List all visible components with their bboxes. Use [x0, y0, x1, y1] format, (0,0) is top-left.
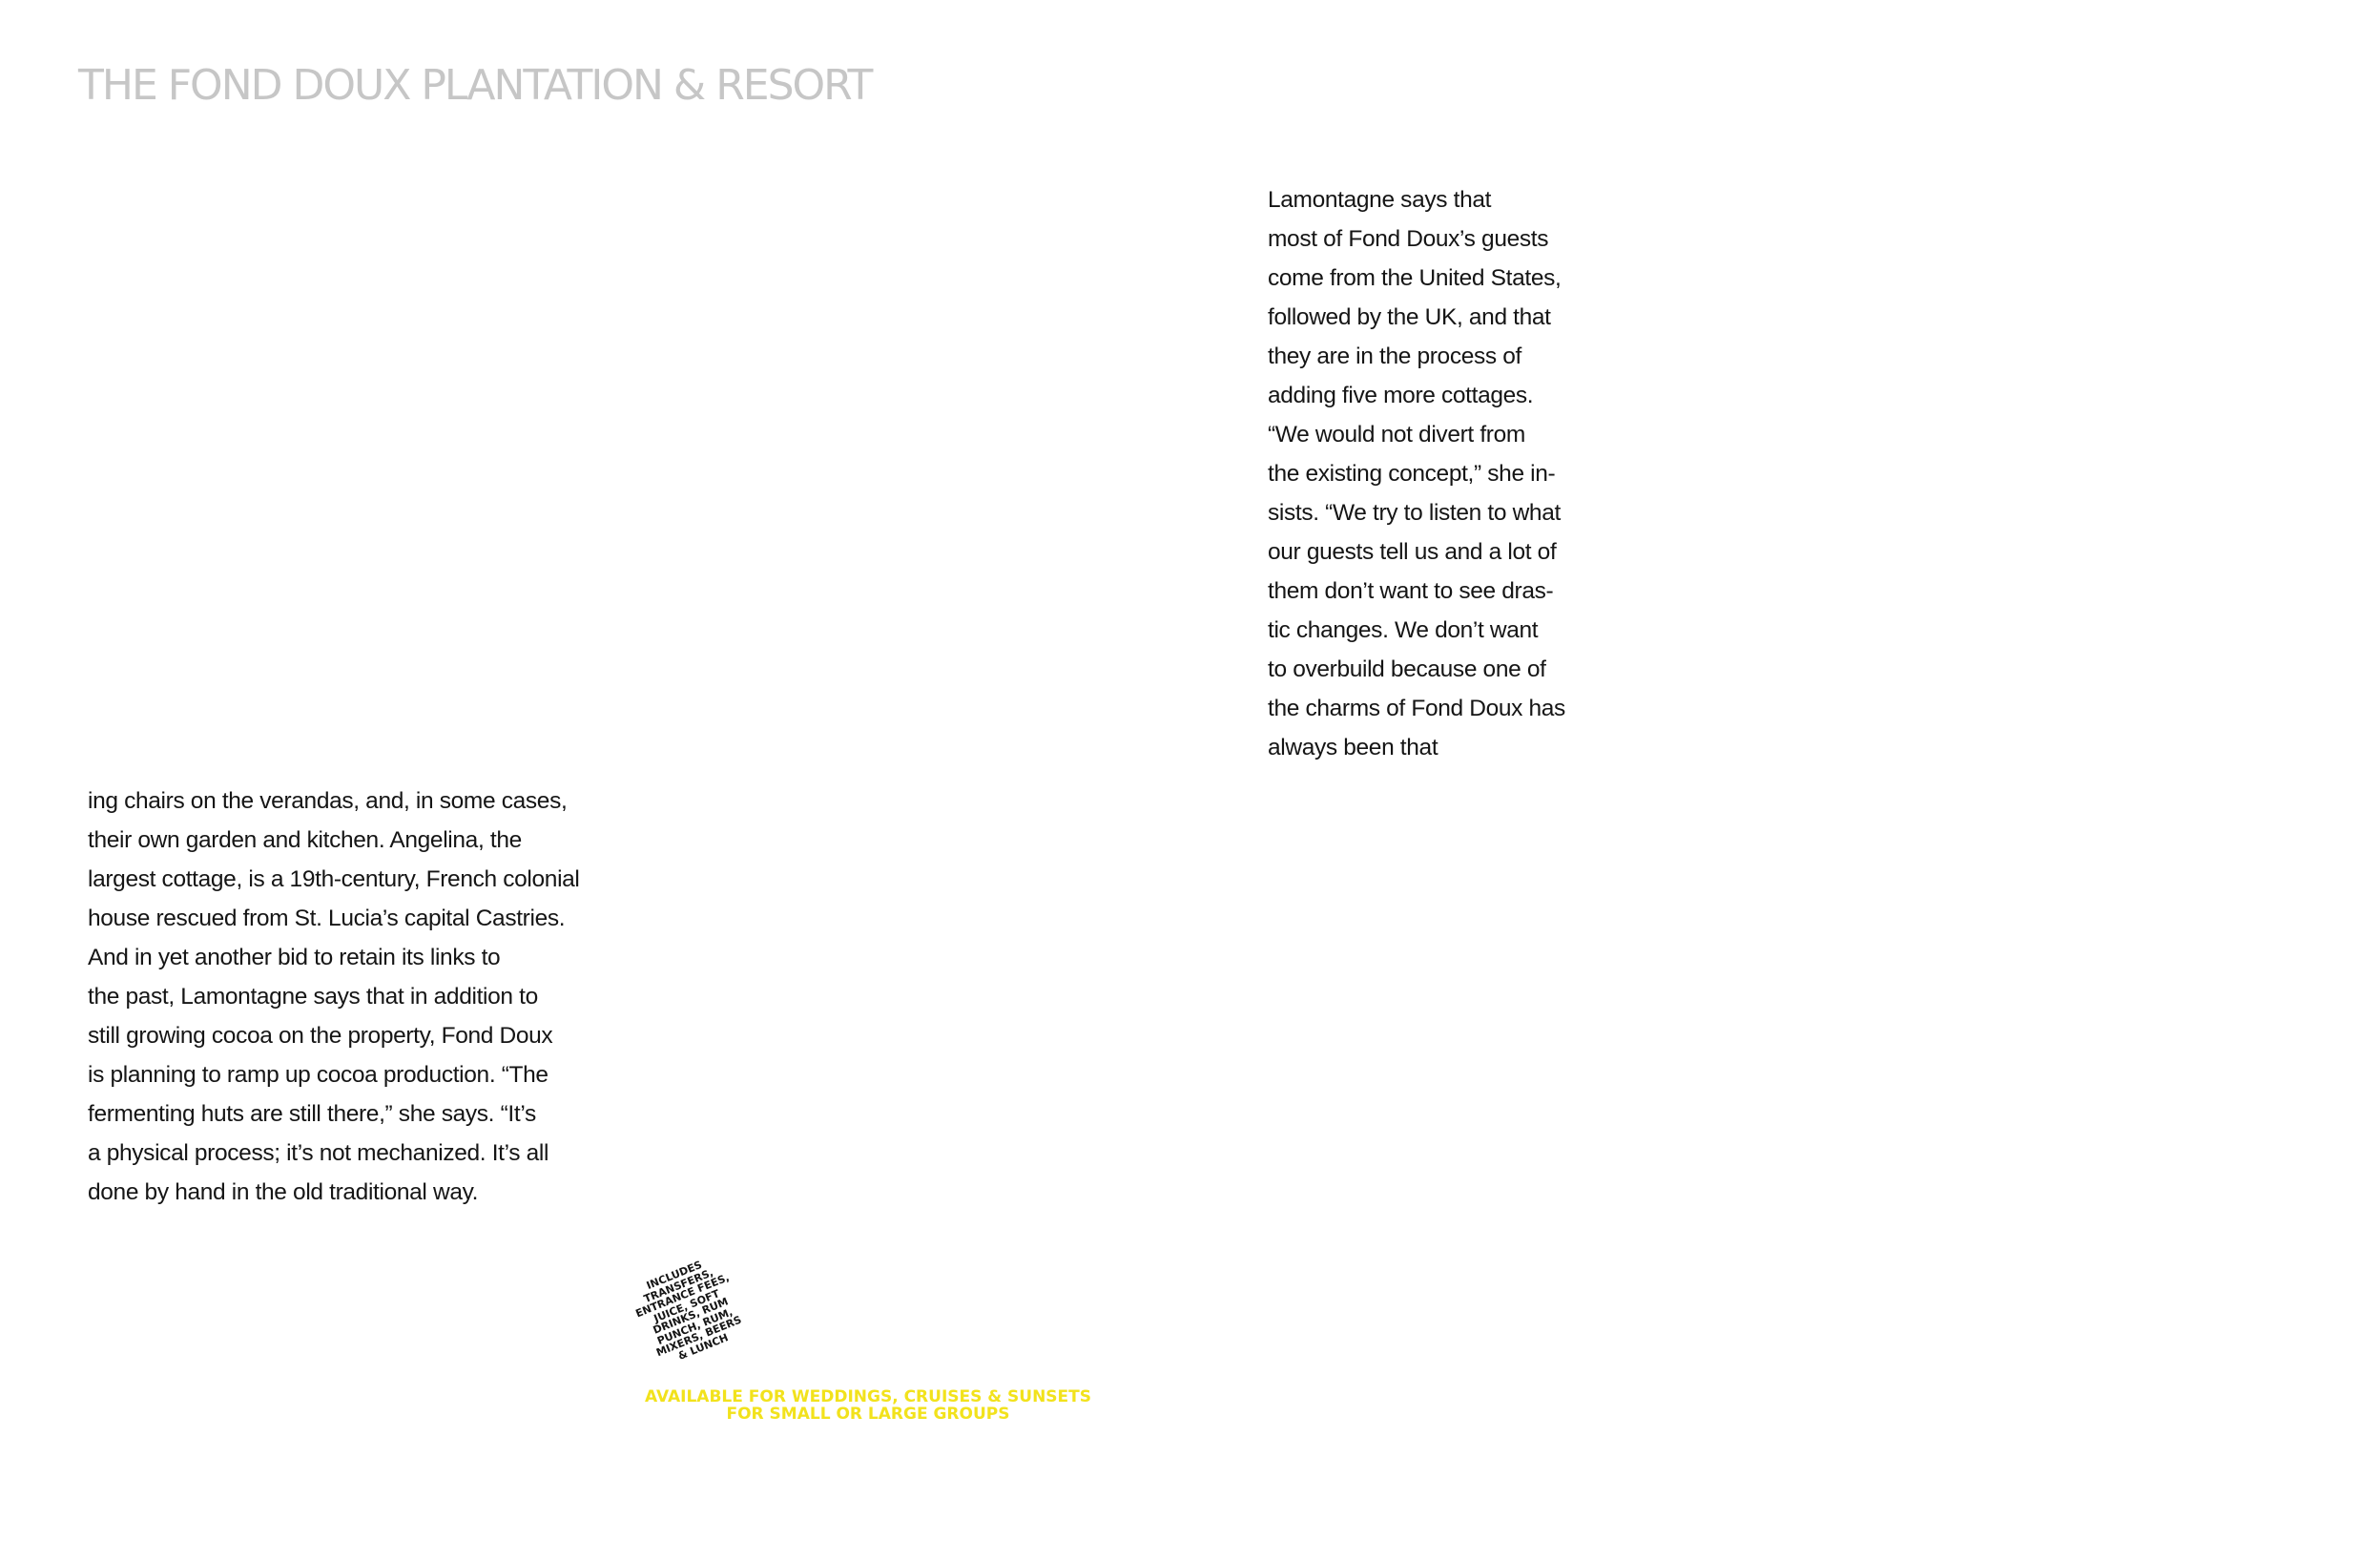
promo-text: AVAILABLE FOR WEDDINGS, CRUISES & SUNSET…: [630, 1388, 1107, 1423]
article-right-column: Lamontagne says that most of Fond Doux’s…: [1268, 180, 1611, 767]
text-line: still growing cocoa on the property, Fon…: [88, 1023, 553, 1049]
text-line: our guests tell us and a lot of: [1268, 539, 1557, 565]
text-line: adding five more cottages.: [1268, 383, 1534, 408]
text-line: Lamontagne says that: [1268, 187, 1492, 213]
text-line: their own garden and kitchen. Angelina, …: [88, 827, 522, 853]
text-line: “We would not divert from: [1268, 422, 1525, 448]
text-line: to overbuild because one of: [1268, 656, 1546, 682]
text-line: fermenting huts are still there,” she sa…: [88, 1101, 536, 1127]
includes-stamp: INCLUDES TRANSFERS, ENTRANCE FEES, JUICE…: [619, 1249, 758, 1373]
text-line: them don’t want to see dras-: [1268, 578, 1554, 604]
text-line: done by hand in the old traditional way.: [88, 1179, 479, 1205]
text-line: always been that: [1268, 735, 1438, 760]
promo-line: AVAILABLE FOR WEDDINGS, CRUISES & SUNSET…: [644, 1387, 1091, 1406]
text-line: most of Fond Doux’s guests: [1268, 226, 1549, 252]
text-line: is planning to ramp up cocoa production.…: [88, 1062, 548, 1088]
text-line: the existing concept,” she in-: [1268, 461, 1556, 487]
text-line: the charms of Fond Doux has: [1268, 696, 1565, 721]
text-line: tic changes. We don’t want: [1268, 617, 1539, 643]
text-line: a physical process; it’s not mechanized.…: [88, 1140, 549, 1166]
text-line: followed by the UK, and that: [1268, 304, 1551, 330]
text-line: And in yet another bid to retain its lin…: [88, 945, 501, 970]
page-title: THE FOND DOUX PLANTATION & RESORT: [78, 61, 873, 110]
promo-line: FOR SMALL OR LARGE GROUPS: [726, 1405, 1010, 1424]
text-line: sists. “We try to listen to what: [1268, 500, 1561, 526]
text-line: the past, Lamontagne says that in additi…: [88, 984, 538, 1010]
article-left-column: ing chairs on the verandas, and, in some…: [88, 781, 622, 1212]
text-line: come from the United States,: [1268, 265, 1562, 291]
text-line: house rescued from St. Lucia’s capital C…: [88, 906, 566, 931]
text-line: they are in the process of: [1268, 344, 1521, 369]
text-line: ing chairs on the verandas, and, in some…: [88, 788, 568, 814]
text-line: largest cottage, is a 19th-century, Fren…: [88, 866, 580, 892]
